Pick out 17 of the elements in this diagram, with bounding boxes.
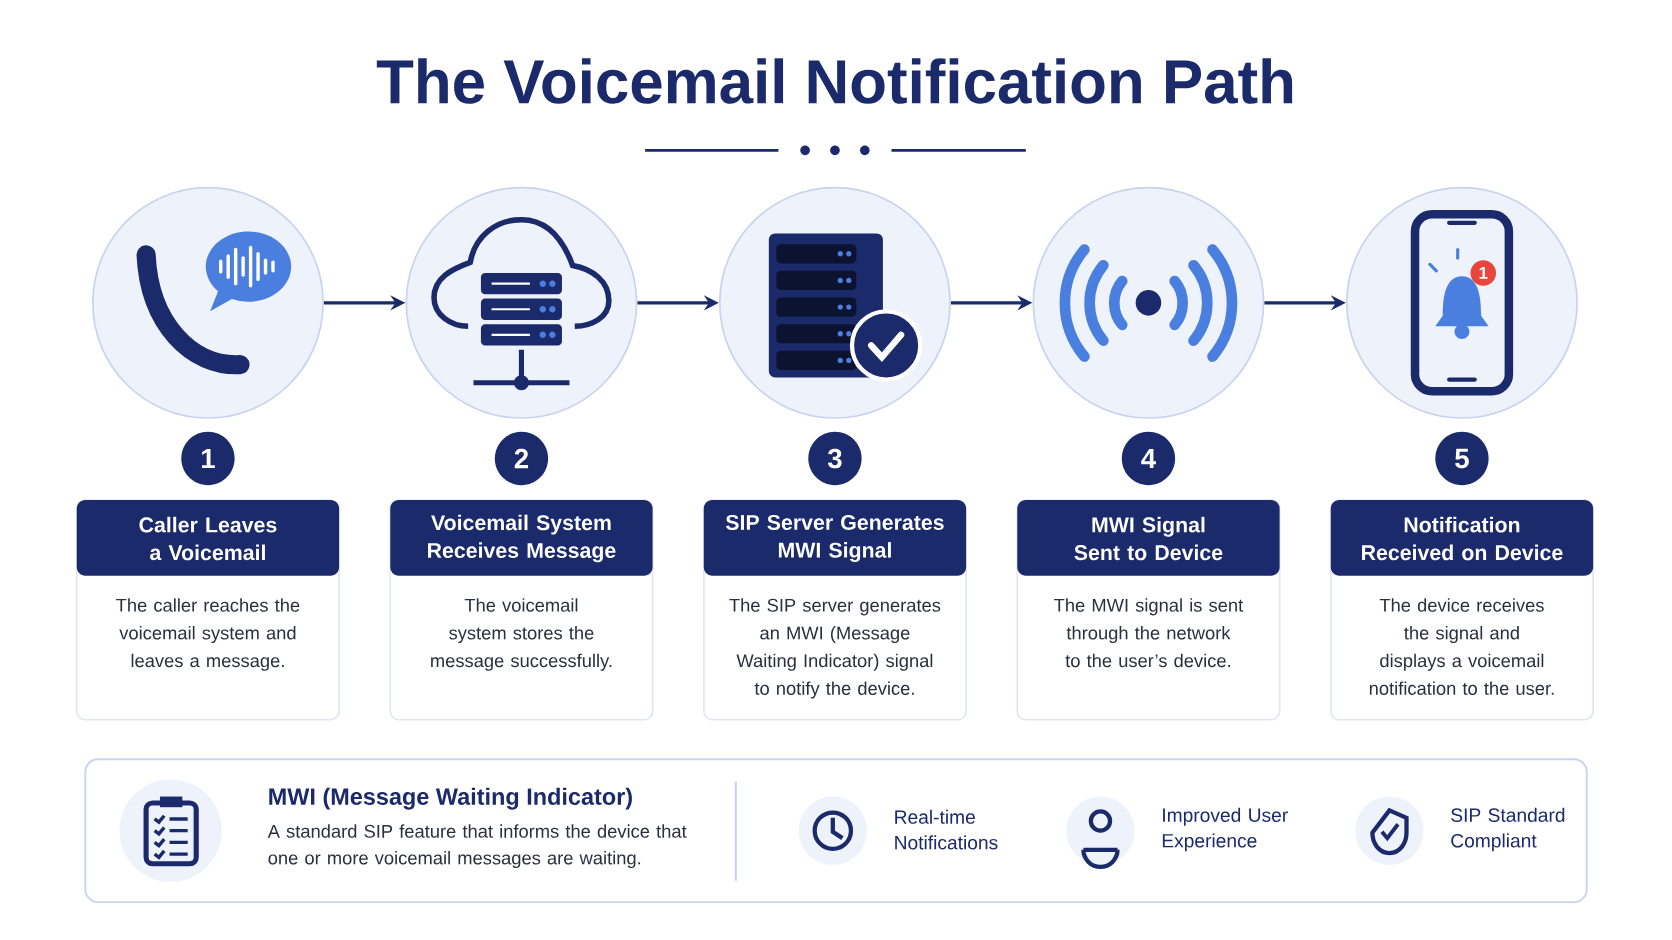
icon-circle: [1345, 186, 1578, 419]
feature-label: SIP Standard Compliant: [1451, 807, 1565, 852]
badge-count: 1: [1479, 266, 1488, 279]
feature-label: Real-time Notifications: [895, 809, 998, 850]
step-number: 3: [808, 431, 862, 485]
feature-label: Improved User Experience: [1162, 807, 1288, 852]
icon-circle: [1032, 186, 1265, 419]
title: The Voicemail Notification Path: [376, 58, 1293, 104]
step-card: Caller Leaves a Voicemail The caller reaches the voicemail system and leaves a message.: [75, 499, 340, 721]
step-number: 4: [1121, 431, 1176, 485]
step-card: Notification Received on Device The device receives the signal and displays a voicemail notification to the user.: [1329, 499, 1594, 721]
step-number: 5: [1435, 431, 1489, 485]
step-number: 2: [494, 431, 549, 485]
step-card: MWI Signal Sent to Device The MWI signal is sent through the network to the user’s device.: [1016, 499, 1281, 721]
step-card: SIP Server Generates MWI Signal The SIP server generates an MWI (Message Waiting Indicator) signal to notify the device.: [702, 499, 967, 721]
step-number: 1: [181, 431, 235, 485]
step-card: Voicemail System Receives Message The voicemail system stores the message successfully.: [389, 499, 654, 721]
